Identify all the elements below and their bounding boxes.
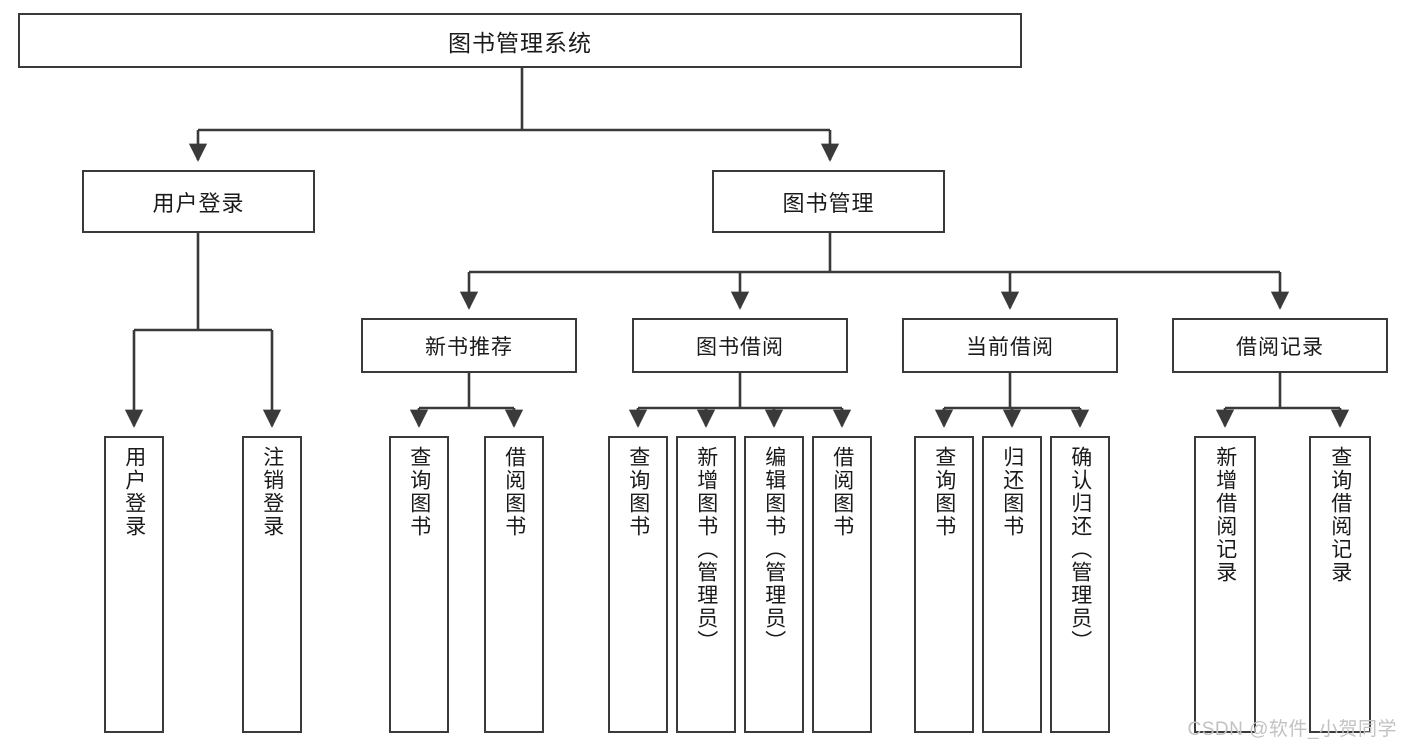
node-leaf-add-book-label: 新增图书（管理员）: [694, 446, 718, 653]
node-leaf-edit-book[interactable]: 编辑图书（管理员）: [744, 436, 804, 733]
node-leaf-logout-label: 注销登录: [260, 446, 284, 538]
node-leaf-query-record-label: 查询借阅记录: [1328, 446, 1352, 584]
node-leaf-logout[interactable]: 注销登录: [242, 436, 302, 733]
node-leaf-query-book-1-label: 查询图书: [407, 446, 431, 538]
node-leaf-query-record[interactable]: 查询借阅记录: [1309, 436, 1371, 733]
node-leaf-query-book-2-label: 查询图书: [626, 446, 650, 538]
node-leaf-return-book[interactable]: 归还图书: [982, 436, 1042, 733]
watermark: CSDN @软件_小贺同学: [1187, 719, 1397, 740]
node-leaf-query-book-1[interactable]: 查询图书: [389, 436, 449, 733]
node-leaf-query-book-2[interactable]: 查询图书: [608, 436, 668, 733]
node-leaf-query-book-3[interactable]: 查询图书: [914, 436, 974, 733]
node-leaf-user-login-label: 用户登录: [122, 446, 146, 538]
node-book-manage[interactable]: 图书管理: [712, 170, 945, 233]
node-leaf-add-record-label: 新增借阅记录: [1213, 446, 1237, 584]
node-leaf-user-login[interactable]: 用户登录: [104, 436, 164, 733]
node-leaf-borrow-book-2[interactable]: 借阅图书: [812, 436, 872, 733]
node-new-book-recommend[interactable]: 新书推荐: [361, 318, 577, 373]
node-leaf-add-record[interactable]: 新增借阅记录: [1194, 436, 1256, 733]
node-book-borrow-label: 图书借阅: [696, 335, 784, 359]
node-user-login[interactable]: 用户登录: [82, 170, 315, 233]
node-current-borrow[interactable]: 当前借阅: [902, 318, 1118, 373]
node-leaf-confirm-return[interactable]: 确认归还（管理员）: [1050, 436, 1110, 733]
node-root-label: 图书管理系统: [448, 29, 592, 56]
node-leaf-confirm-return-label: 确认归还（管理员）: [1068, 446, 1092, 653]
node-book-borrow[interactable]: 图书借阅: [632, 318, 848, 373]
node-leaf-borrow-book-2-label: 借阅图书: [830, 446, 854, 538]
node-leaf-borrow-book-1[interactable]: 借阅图书: [484, 436, 544, 733]
node-book-manage-label: 图书管理: [782, 190, 875, 216]
node-user-login-label: 用户登录: [152, 190, 245, 216]
node-borrow-record-label: 借阅记录: [1236, 335, 1324, 359]
node-leaf-edit-book-label: 编辑图书（管理员）: [762, 446, 786, 653]
node-borrow-record[interactable]: 借阅记录: [1172, 318, 1388, 373]
node-leaf-query-book-3-label: 查询图书: [932, 446, 956, 538]
node-leaf-add-book[interactable]: 新增图书（管理员）: [676, 436, 736, 733]
node-current-borrow-label: 当前借阅: [966, 335, 1054, 359]
node-leaf-borrow-book-1-label: 借阅图书: [502, 446, 526, 538]
node-leaf-return-book-label: 归还图书: [1000, 446, 1024, 538]
node-root[interactable]: 图书管理系统: [18, 13, 1022, 68]
node-new-book-recommend-label: 新书推荐: [425, 335, 513, 359]
